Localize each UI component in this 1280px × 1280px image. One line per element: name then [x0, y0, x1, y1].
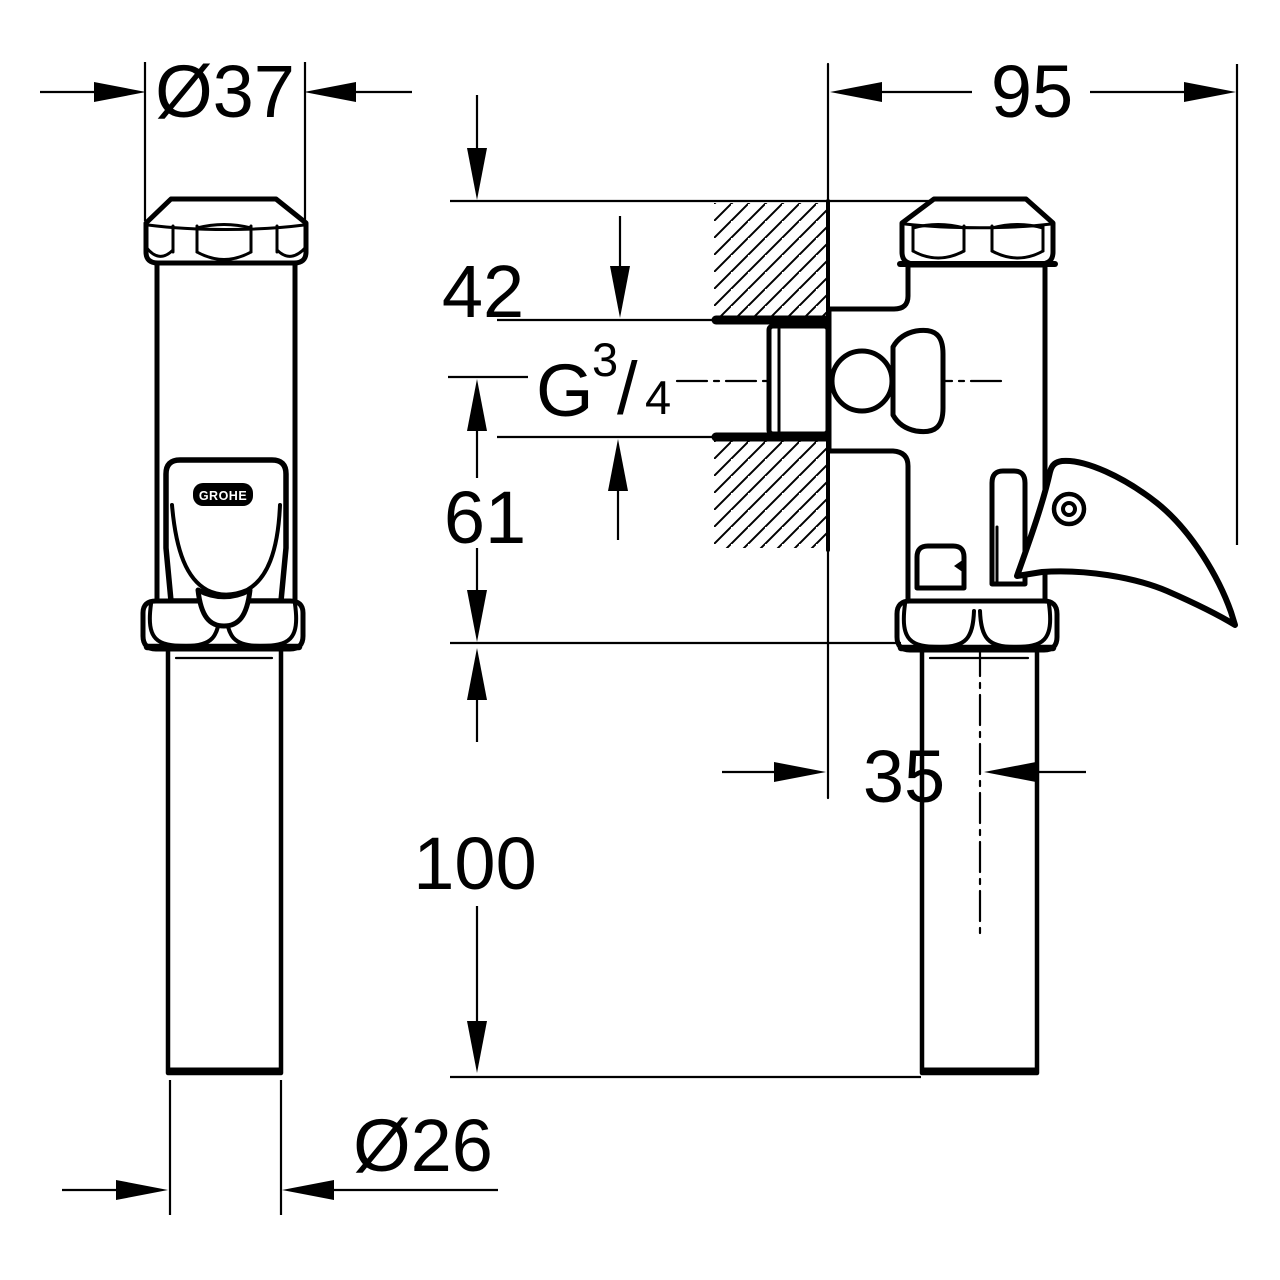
dia37-extension-lines: [143, 62, 307, 221]
dim-label-thread-slash: /: [617, 347, 638, 430]
lever-boss: [989, 468, 1028, 587]
lever-pivot-screw-center: [1061, 501, 1077, 517]
thread-arrow-down: [610, 266, 630, 318]
dim35-arrow-right-point: [774, 762, 826, 782]
dim35-arrow-left-point: [984, 762, 1036, 782]
top-hex-nut-front: [143, 196, 309, 266]
dim42-arrow-up: [467, 379, 487, 431]
dim95-arrow-right: [1184, 82, 1236, 102]
dim-label-outlet-diameter: Ø26: [353, 1104, 493, 1187]
inlet-thread-plug: [766, 323, 831, 437]
top-hex-nut-side: [899, 196, 1056, 267]
push-button-tongue: [195, 587, 253, 629]
dim100-arrow-up: [467, 648, 487, 700]
dim-label-inlet-axis-to-outlet: 61: [444, 476, 526, 559]
dim-label-overall-depth: 95: [991, 50, 1073, 133]
dia26-arrow-right: [282, 1180, 334, 1200]
top-nut-chamfer-line-front: [146, 223, 306, 231]
dim-label-top-diameter: Ø37: [155, 50, 295, 133]
top-nut-facet-lines-side: [911, 224, 1045, 253]
dimensions: Ø37 95 42 G 3 / 4 61 100: [40, 50, 1239, 1215]
dia37-arrow-left: [94, 82, 146, 102]
escutcheon-plate: [163, 457, 289, 604]
clamp-block-notch: [954, 559, 964, 573]
bottom-hex-nut-side: [894, 598, 1060, 653]
side-view: [675, 62, 1238, 1076]
top-nut-facet-arcs-front: [144, 223, 308, 261]
top-nut-facet-arcs-side: [911, 223, 1045, 260]
dim-label-thread-numerator: 3: [592, 333, 618, 386]
brand-logo-plate: [193, 483, 253, 506]
thread-arrow-up: [608, 439, 628, 491]
dia26-arrow-left: [116, 1180, 168, 1200]
dim-label-thread-denominator: 4: [645, 371, 671, 424]
dim-label-thread-g: G: [536, 349, 594, 432]
dim61-arrow-down: [467, 590, 487, 642]
dia37-arrow-right: [304, 82, 356, 102]
dia26-extension-lines: [168, 1080, 283, 1215]
dim-label-wall-to-pipe-axis: 35: [863, 735, 945, 818]
wall-hatch-lower: [714, 440, 827, 548]
dim100-arrow-down: [467, 1021, 487, 1073]
inlet-port-circle: [829, 348, 895, 414]
outlet-pipe-front: [165, 646, 284, 1076]
dim42-arrow-down: [467, 148, 487, 200]
dim95-arrow-left: [830, 82, 882, 102]
brand-logo-text: GROHE: [199, 489, 247, 503]
thread-extension-lines: [497, 318, 716, 439]
dim-label-top-to-inlet-axis: 42: [442, 250, 524, 333]
dim-label-outlet-pipe-length: 100: [413, 822, 536, 905]
front-view: GROHE: [140, 196, 309, 1076]
union-boss: [890, 327, 946, 435]
wall-hatch-upper: [714, 203, 827, 317]
clamp-block: [914, 543, 967, 591]
top-nut-facet-lines-front: [171, 224, 279, 254]
